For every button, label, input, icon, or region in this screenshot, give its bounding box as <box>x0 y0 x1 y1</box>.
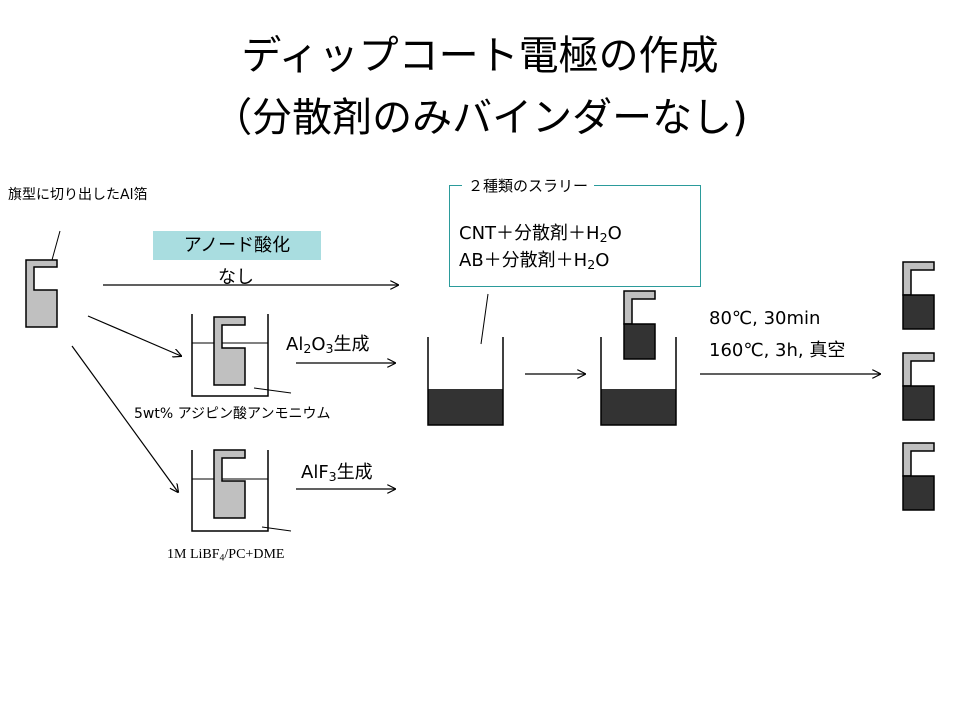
beaker-slurry <box>427 337 504 426</box>
flag-foil-beaker-1 <box>213 316 246 386</box>
flag-foil-coated-2-top <box>902 352 935 387</box>
beaker-anodize-2 <box>191 450 269 532</box>
flag-foil-beaker-2 <box>213 449 246 519</box>
title-line-1: ディップコート電極の作成 <box>241 33 719 79</box>
slurry-pointer-line <box>480 293 489 345</box>
flag-foil-coated-2-bottom <box>902 385 935 421</box>
drying-condition-1: 80℃, 30min <box>709 308 821 329</box>
flag-foil-coated-1-top <box>902 261 935 296</box>
slurry-liquid <box>428 389 503 425</box>
no-anodize-label: なし <box>218 267 254 288</box>
electrolyte-2-label: 1M LiBF4/PC+DME <box>167 547 285 564</box>
pointer-electrolyte-2 <box>261 526 292 532</box>
slurry-cnt: CNT＋分散剤＋H2O <box>459 223 622 246</box>
flag-foil-coated-3-bottom <box>902 475 935 511</box>
title-line-2: （分散剤のみバインダーなし) <box>212 95 748 141</box>
slurry-box-title: ２種類のスラリー <box>462 176 595 196</box>
arrow-to-beaker-2 <box>71 345 178 492</box>
foil-label: 旗型に切り出したAl箔 <box>8 187 148 203</box>
flag-foil-dipping <box>623 290 656 325</box>
flag-foil-coated-1-bottom <box>902 294 935 330</box>
flag-foil-dipping-coated <box>623 323 656 360</box>
flag-foil-start <box>25 259 58 328</box>
al2o3-label: Al2O3生成 <box>286 334 370 357</box>
flag-foil-coated-3-top <box>902 442 935 477</box>
foil-pointer-line <box>51 230 61 261</box>
alf3-label: AlF3生成 <box>301 462 373 485</box>
beaker-dip <box>600 337 677 426</box>
slurry-ab: AB＋分散剤＋H2O <box>459 250 610 273</box>
arrow-to-beaker-1 <box>87 315 181 356</box>
dip-slurry-liquid <box>601 389 676 425</box>
electrolyte-1-label: 5wt% アジピン酸アンモニウム <box>134 406 331 422</box>
pointer-electrolyte-1 <box>253 387 292 394</box>
beaker-anodize-1 <box>191 314 269 397</box>
drying-condition-2: 160℃, 3h, 真空 <box>709 340 846 361</box>
anodize-label: アノード酸化 <box>153 231 321 260</box>
